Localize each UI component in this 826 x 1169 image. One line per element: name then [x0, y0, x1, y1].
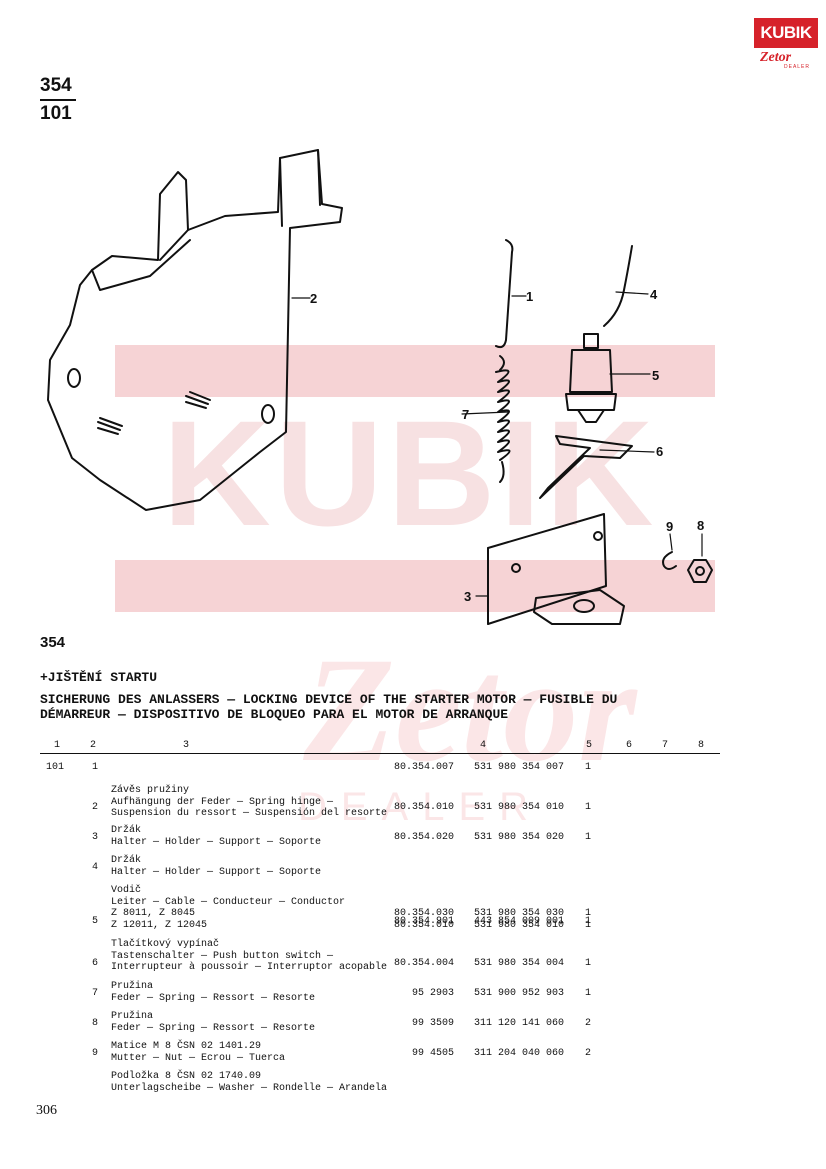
part-8-nut: [687, 559, 713, 583]
row-catalog-number: 311 204 040 060: [474, 1048, 565, 1059]
row-catalog-number: 311 120 141 060: [474, 1018, 565, 1029]
row-catalog-number: 531 900 952 903: [474, 988, 565, 999]
section-number: 354: [40, 634, 66, 651]
row-position: 5: [91, 916, 98, 927]
group-number: 354: [40, 75, 72, 96]
callout-5: 5: [652, 368, 659, 383]
callout-1: 1: [526, 289, 533, 304]
column-header: 3: [183, 740, 190, 751]
part-9-washer: [662, 551, 677, 570]
row-quantity: 1: [585, 916, 592, 927]
part-6-spring-clip: [539, 435, 633, 499]
row-position: 8: [91, 1018, 98, 1029]
logo-tag: DEALER: [784, 64, 811, 70]
kubik-zetor-logo: KUBIK Zetor DEALER: [754, 14, 818, 70]
logo-brand: KUBIK: [760, 23, 812, 42]
row-quantity: 1: [585, 802, 592, 813]
row-reference: 80.354.020: [393, 832, 454, 843]
logo-sub: Zetor: [760, 50, 792, 65]
table-column-headers: 1 2 3 4 5 6 7 8: [40, 740, 720, 754]
row-group: 101: [46, 762, 65, 773]
part-7-coil-spring: [495, 355, 511, 483]
part-1-spring-hinge: [495, 239, 514, 349]
row-catalog-number: 531 980 354 004: [474, 958, 565, 969]
section-title-line-1: SICHERUNG DES ANLASSERS — LOCKING DEVICE…: [40, 692, 618, 707]
row-reference: 95 2903: [411, 988, 454, 999]
row-reference: 99 4505: [411, 1048, 454, 1059]
part-3-bracket: [487, 513, 625, 625]
row-catalog-number: 531 980 354 007: [474, 762, 565, 773]
row-quantity: 1: [585, 832, 592, 843]
section-title-multilang: SICHERUNG DES ANLASSERS — LOCKING DEVICE…: [40, 692, 740, 722]
row-quantity: 2: [585, 1018, 592, 1029]
row-reference: 80.354.007: [393, 762, 454, 773]
row-position: 3: [91, 832, 98, 843]
column-header: 2: [90, 740, 97, 751]
row-position: 7: [91, 988, 98, 999]
column-header: 8: [698, 740, 705, 751]
subgroup-number: 101: [40, 103, 72, 124]
callout-7: 7: [462, 407, 469, 422]
row-position: 4: [91, 862, 98, 873]
column-header: 1: [54, 740, 61, 751]
row-reference: 99 3509: [411, 1018, 454, 1029]
row-reference: 80.354.010: [393, 802, 454, 813]
part-4-cable: [603, 245, 633, 327]
row-position: 1: [91, 762, 98, 773]
callout-4: 4: [650, 287, 658, 302]
row-position: 2: [91, 802, 98, 813]
exploded-parts-drawing: 1 2 3 4 5 6 7 8 9: [47, 149, 713, 625]
callout-2: 2: [310, 291, 317, 306]
callout-6: 6: [656, 444, 663, 459]
header-rule: [40, 99, 76, 101]
column-header: 6: [626, 740, 633, 751]
callout-9: 9: [666, 519, 673, 534]
column-header: 5: [586, 740, 593, 751]
row-quantity: 1: [585, 762, 592, 773]
section-title-cz: +JIŠTĚNÍ STARTU: [40, 670, 158, 685]
page-number: 306: [36, 1103, 57, 1118]
row-catalog-number: 531 980 354 020: [474, 832, 565, 843]
row-quantity: 2: [585, 1048, 592, 1059]
table-header-rule: [40, 753, 720, 754]
part-2-bracket: [47, 149, 343, 511]
column-header: 4: [480, 740, 487, 751]
row-reference: 80.354.004: [393, 958, 454, 969]
row-quantity: 1: [585, 988, 592, 999]
row-quantity: 1: [585, 958, 592, 969]
callout-8: 8: [697, 518, 704, 533]
row-catalog-number: 531 980 354 010: [474, 802, 565, 813]
column-header: 7: [662, 740, 669, 751]
section-title-line-2: DÉMARREUR — DISPOSITIVO DE BLOQUEO PARA …: [40, 707, 509, 722]
part-5-push-switch: [565, 333, 617, 423]
row-position: 9: [91, 1048, 98, 1059]
callout-3: 3: [464, 589, 471, 604]
row-position: 6: [91, 958, 98, 969]
row-reference: 80.354.901: [393, 916, 454, 927]
row-catalog-number: 443 854 009 001: [474, 916, 565, 927]
